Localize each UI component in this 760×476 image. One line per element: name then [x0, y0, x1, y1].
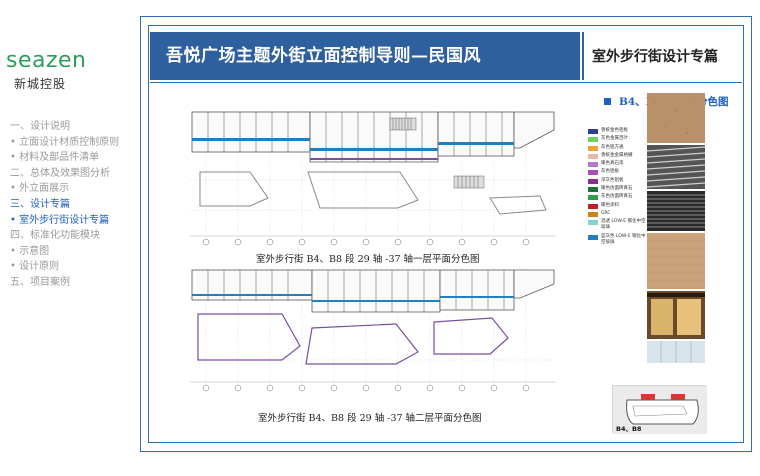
legend-swatch	[588, 170, 598, 176]
sidebar-item-standard-modules[interactable]: 四、标准化功能模块	[10, 230, 100, 242]
floor-plan-level-2	[190, 268, 556, 394]
title-underline	[150, 82, 742, 83]
title-bar	[150, 32, 580, 80]
floor-plan-level-1-caption: 室外步行街 B4、B8 段 29 轴 -37 轴一层平面分色图	[256, 254, 480, 265]
legend-swatch	[588, 153, 598, 159]
sidebar-item-material-principles[interactable]: • 立面设计材质控制原则	[10, 136, 120, 148]
legend-item: 暖色真石漆	[588, 161, 646, 168]
sidebar-item-overview[interactable]: 二、总体及效果图分析	[10, 167, 110, 179]
legend-item: 灰色铝板	[588, 169, 646, 176]
floor-plan-level-1-drawing	[190, 110, 556, 250]
legend-item: 香槟金色铝板	[588, 128, 646, 134]
legend-swatch	[588, 195, 598, 201]
legend-item: 灰色金属百叶	[588, 136, 646, 143]
key-map-drawing	[613, 386, 707, 434]
brand-name-cn: 新城控股	[14, 77, 67, 91]
floor-plan-level-1	[190, 110, 556, 250]
key-map	[612, 385, 707, 434]
sidebar-nav: 一、设计说明 • 立面设计材质控制原则 • 材料及部品件清单 二、总体及效果图分…	[10, 119, 142, 291]
legend-item: 暖色涂料	[588, 203, 646, 209]
floor-plan-level-2-drawing	[190, 268, 556, 394]
sidebar-item-project-cases[interactable]: 五、项目案例	[10, 276, 70, 288]
slide-inner-frame	[148, 25, 744, 443]
legend-item: 灰色仿面砖真石	[588, 194, 646, 201]
material-photo-strip	[646, 93, 706, 363]
legend-item: 暖色仿面砖真石	[588, 186, 646, 193]
square-bullet-icon	[604, 98, 611, 105]
sidebar-item-design-principles[interactable]: • 设计原则	[10, 261, 60, 273]
brand-logo: seazen	[6, 48, 87, 73]
sidebar-item-design-topics[interactable]: 三、设计专篇	[10, 198, 70, 210]
sidebar-item-design-notes[interactable]: 一、设计说明	[10, 121, 70, 132]
legend-swatch	[588, 234, 598, 240]
sidebar-item-facade-display[interactable]: • 外立面展示	[10, 183, 70, 195]
legend-item: 混透 LOW-E 钢化中空玻璃	[588, 219, 646, 231]
legend-swatch	[588, 162, 598, 168]
legend-swatch	[588, 211, 598, 217]
legend-swatch	[588, 187, 598, 193]
page-subtitle: 室外步行街设计专篇	[592, 49, 718, 65]
key-map-label: B4、B8	[616, 425, 642, 433]
legend-item: GRC	[588, 211, 646, 217]
legend-swatch	[588, 220, 598, 226]
sidebar-item-outdoor-street[interactable]: • 室外步行街设计专篇	[10, 214, 110, 226]
sidebar-item-diagrams[interactable]: • 示意图	[10, 245, 50, 257]
legend-swatch	[588, 145, 598, 151]
photo-stone-texture	[647, 93, 705, 143]
material-photos	[646, 93, 706, 393]
sidebar-item-materials-list[interactable]: • 材料及部品件清单	[10, 152, 100, 164]
legend-item: 香槟金金属格栅	[588, 153, 646, 159]
photo-brick	[647, 233, 705, 289]
title-divider	[582, 32, 584, 80]
legend-swatch	[588, 178, 598, 184]
color-legend: 香槟金色铝板 灰色金属百叶 灰色铝方通 香槟金金属格栅 暖色真石漆 灰色铝板 深…	[588, 128, 646, 248]
page-title: 吾悦广场主题外街立面控制导则—民国风	[166, 46, 481, 66]
legend-item: 蓝灰色 LOW-E 钢化中空玻璃	[588, 234, 646, 246]
floor-plan-level-2-caption: 室外步行街 B4、B8 段 29 轴 -37 轴二层平面分色图	[258, 413, 482, 424]
legend-swatch	[588, 137, 598, 143]
legend-item: 灰色铝方通	[588, 145, 646, 151]
legend-item: 深灰色铝板	[588, 178, 646, 184]
legend-swatch	[588, 203, 598, 209]
legend-swatch	[588, 129, 598, 134]
